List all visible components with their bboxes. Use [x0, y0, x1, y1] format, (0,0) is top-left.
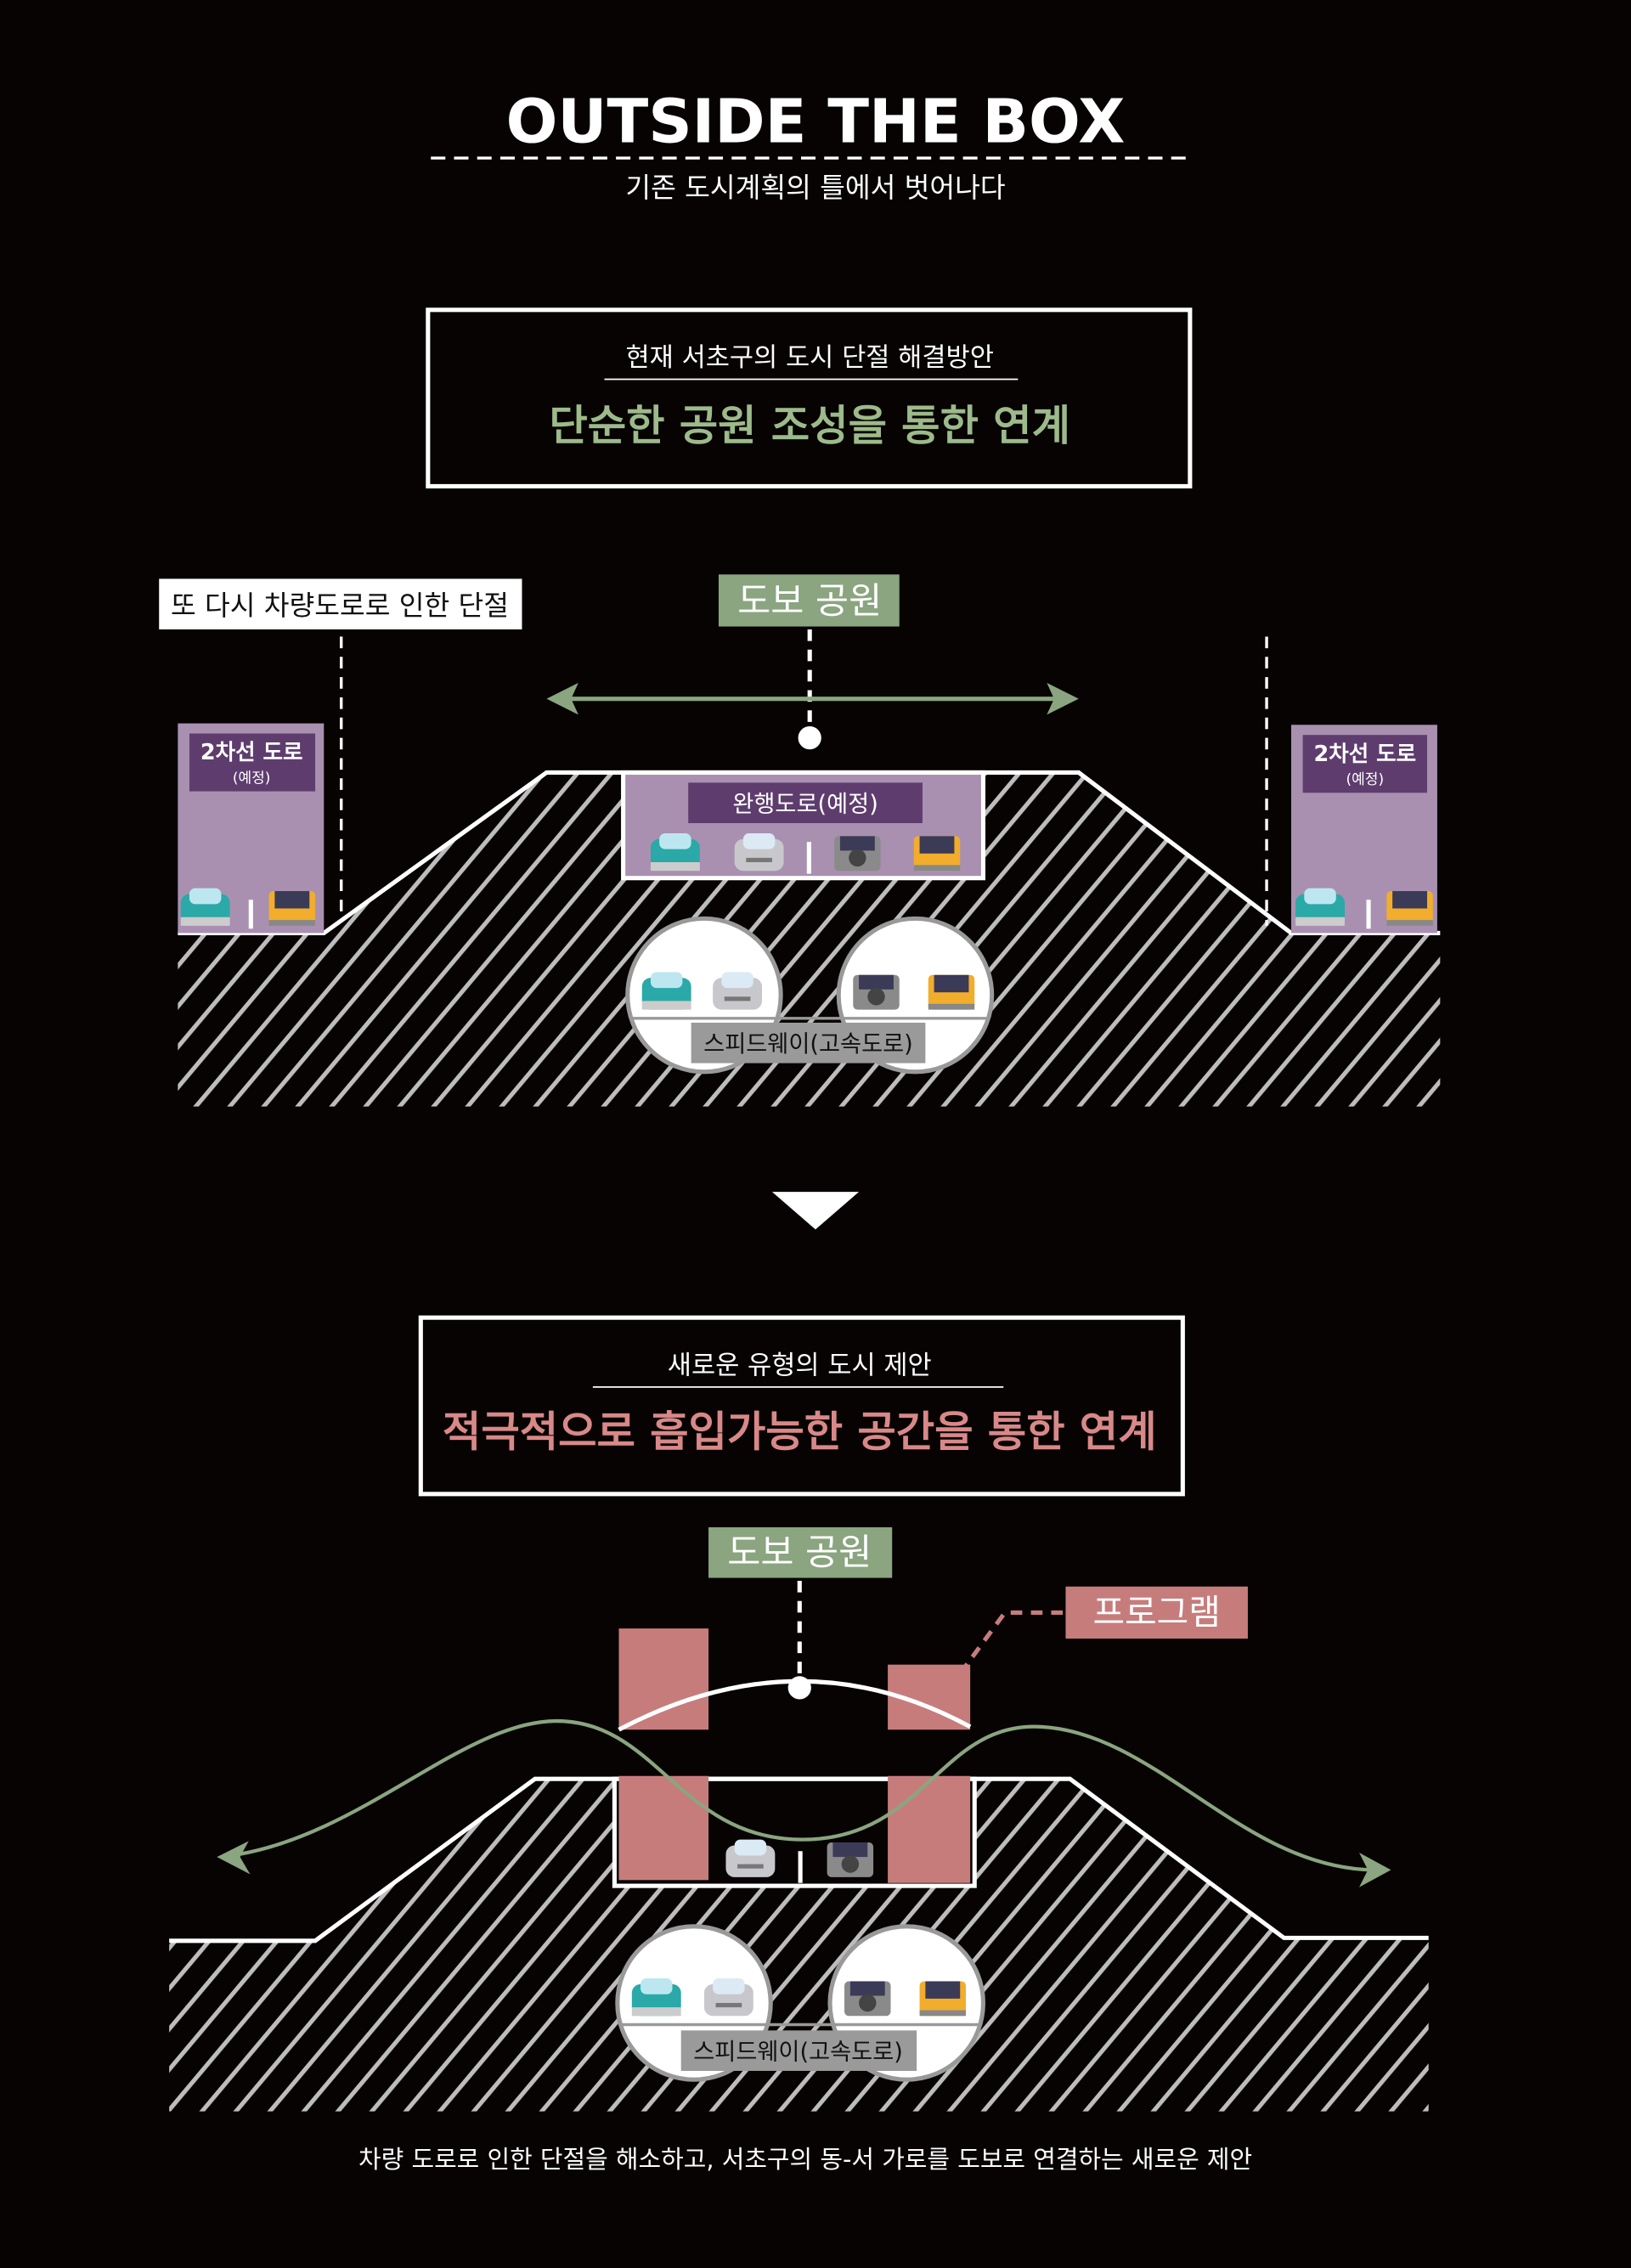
program-label-box	[1065, 1586, 1248, 1639]
program-label: 프로그램	[1093, 1592, 1221, 1633]
current-box-title: 단순한 공원 조성을 통한 연계	[549, 401, 1070, 450]
park-label: 도보 공원	[727, 1532, 872, 1574]
current-solution-box	[426, 307, 1193, 488]
disconnect-label-box	[159, 578, 522, 629]
park-point	[787, 1676, 811, 1700]
footer-text: 차량 도로로 인한 단절을 해소하고, 서초구의 동-서 가로를 도보로 연결하…	[358, 2145, 1252, 2174]
walking-flow-arrow-icon	[217, 1718, 1391, 1887]
proposal-box	[418, 1315, 1185, 1497]
svg-text:스피드웨이(고속도로): 스피드웨이(고속도로)	[693, 2039, 903, 2065]
car-icon	[1386, 891, 1433, 926]
svg-text:완행도로(예정): 완행도로(예정)	[732, 791, 878, 817]
program-blocks	[618, 1628, 971, 1883]
ground-hatch	[169, 1779, 1429, 2112]
disconnect-label: 또 다시 차량도로로 인한 단절	[171, 590, 509, 622]
ground-outline	[169, 1776, 1429, 1944]
park-label-box	[718, 574, 900, 627]
park-label: 도보 공원	[737, 581, 882, 623]
current-box-caption: 현재 서초구의 도시 단절 해결방안	[625, 343, 993, 373]
proposal-box-caption: 새로운 유형의 도시 제안	[668, 1351, 932, 1381]
speedway-tunnel: 스피드웨이(고속도로)	[625, 916, 995, 1075]
main-title: OUTSIDE THE BOX	[506, 86, 1126, 156]
car-icon	[827, 1842, 874, 1877]
side-road-left: 2차선 도로 (예정)	[178, 723, 325, 934]
svg-text:스피드웨이(고속도로): 스피드웨이(고속도로)	[703, 1031, 913, 1058]
bidirectional-arrow-icon	[546, 682, 1079, 715]
car-icon	[268, 891, 316, 926]
park-point	[798, 726, 821, 750]
subtitle: 기존 도시계획의 틀에서 벗어나다	[625, 172, 1005, 204]
slow-road: 완행도로(예정)	[621, 770, 985, 881]
svg-text:(예정): (예정)	[1346, 771, 1385, 788]
svg-text:(예정): (예정)	[233, 770, 271, 787]
svg-text:2차선 도로: 2차선 도로	[200, 740, 303, 765]
program-pointer	[955, 1610, 1064, 1679]
ground-hatch	[178, 772, 1441, 1107]
proposal-box-title: 적극적으로 흡입가능한 공간을 통한 연계	[443, 1408, 1157, 1457]
speedway-tunnel: 스피드웨이(고속도로)	[615, 1924, 985, 2082]
lane-divider	[798, 1851, 803, 1883]
svg-text:2차선 도로: 2차선 도로	[1314, 742, 1417, 767]
park-label-box	[708, 1526, 893, 1578]
side-road-right: 2차선 도로 (예정)	[1291, 725, 1437, 934]
down-arrow-icon	[771, 1192, 860, 1230]
